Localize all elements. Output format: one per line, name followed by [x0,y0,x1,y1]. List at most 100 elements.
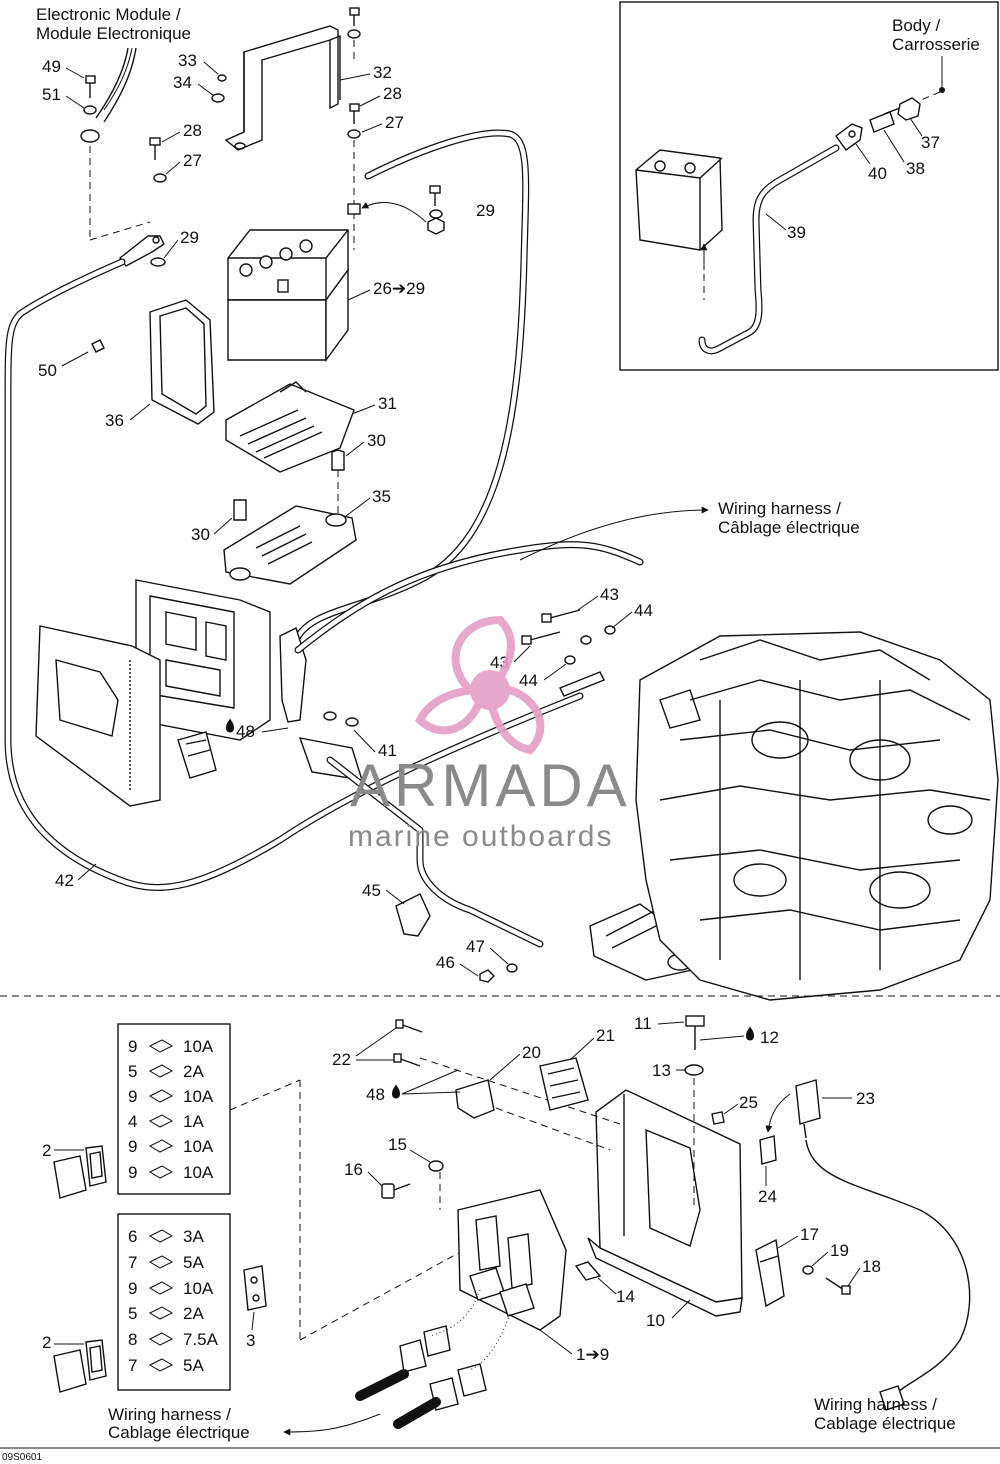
leader-12 [699,1035,745,1041]
callout-25: 25 [739,1093,758,1112]
fuse-bottom-amp: 5A [183,1253,204,1272]
washer-47 [506,963,518,973]
fuse-top-num: 5 [128,1062,137,1081]
harness-bundle-2 [393,1397,441,1429]
leader-26-29 [347,289,371,301]
leader-10 [671,1299,691,1319]
body-label-line1: Body / [892,16,940,35]
fuse-top-amp: 10A [183,1163,214,1182]
leader-33 [203,61,219,75]
washer-19 [802,1265,814,1275]
callout-45: 45 [362,881,381,900]
fuse-top-amp: 10A [183,1087,214,1106]
callout-48-mid: 48 [236,722,255,741]
callout-46: 46 [436,953,455,972]
leader-29-left [163,239,179,259]
leader-44-mid [543,663,567,681]
leader-19 [811,1251,829,1267]
leader-50 [61,351,89,367]
leader-27-right [361,123,383,133]
leader-41 [353,729,376,753]
nut-37 [897,97,921,121]
callout-1-9: 1➔9 [576,1345,609,1364]
terminal-40 [835,123,863,151]
terminal-29 [347,203,361,215]
electronic-module-box [135,579,271,741]
callout-41: 41 [378,741,397,760]
dash-body [915,91,941,103]
plate-35 [223,505,357,585]
callout-32: 32 [373,63,392,82]
cable-42-inner [5,259,583,890]
screw-28-left [149,137,161,160]
fuse-bottom-amp: 10A [183,1279,214,1298]
figure-code: 09S0601 [2,1452,42,1463]
cable-starter-inner [327,757,543,947]
cable-39-inner [699,145,839,353]
callout-17: 17 [800,1225,819,1244]
module-wire-b [103,47,137,123]
leader-31 [351,404,376,415]
fuse-holder-2-top [53,1145,107,1199]
callout-24: 24 [758,1187,777,1206]
arrow-harness-top [519,506,709,561]
harness-bottom-left-line1: Wiring harness / [108,1405,231,1424]
fuse-bottom-num: 7 [128,1356,137,1375]
fuse-top-amp: 10A [183,1137,214,1156]
callout-12: 12 [760,1028,779,1047]
callout-18: 18 [862,1257,881,1276]
leader-28-right [359,95,381,107]
fuse-module-1-9 [457,1189,567,1331]
washer-34 [211,93,225,103]
callout-3: 3 [246,1331,255,1350]
callout-49: 49 [42,57,61,76]
bracket-10 [587,1089,743,1317]
leader-16 [367,1171,383,1187]
callout-42: 42 [55,871,74,890]
bolt-29-right [427,185,445,235]
leader-37 [909,117,923,137]
callout-14: 14 [616,1287,635,1306]
cable-harness-top-inner [295,542,643,653]
fuse-bottom-num: 9 [128,1279,137,1298]
leader-34 [197,83,215,97]
bolt-11 [685,1015,705,1050]
terminal-29-left [119,235,165,267]
leader-48-mid [261,727,289,733]
fuse-top-amp: 2A [183,1062,204,1081]
screw-28-right [349,103,360,124]
part-20 [455,1079,495,1119]
screw-49 [85,75,96,98]
callout-19: 19 [830,1241,849,1260]
callout-22: 22 [332,1050,351,1069]
washer-15 [428,1160,444,1172]
fuse-top-num: 9 [128,1037,137,1056]
droplet-48-bottom [392,1084,400,1099]
callout-47: 47 [466,937,485,956]
harness-bundle-1 [355,1369,409,1401]
leader-39 [765,213,787,231]
stud [559,671,605,697]
boot-45 [395,893,431,937]
leader-32 [339,73,371,81]
clip-14 [574,1261,602,1281]
bolt-38 [869,107,901,133]
callout-2-top: 2 [42,1141,51,1160]
clip-50 [91,339,105,353]
part-21 [539,1057,589,1111]
connector-48 [177,731,217,779]
sensor-23 [795,1079,821,1139]
leader-27-left [165,161,181,175]
leader-3 [251,1311,255,1331]
leader-30-right [345,441,365,457]
washer-51 [83,105,97,115]
harness-top-line1: Wiring harness / [718,499,841,518]
callout-20: 20 [522,1043,541,1062]
callout-28-left: 28 [183,121,202,140]
leader-48-bottom-a [401,1069,459,1095]
bumper-30-right [331,449,345,471]
leader-20 [489,1053,521,1081]
callout-29-right: 29 [476,201,495,220]
leader-30-left [213,517,233,535]
